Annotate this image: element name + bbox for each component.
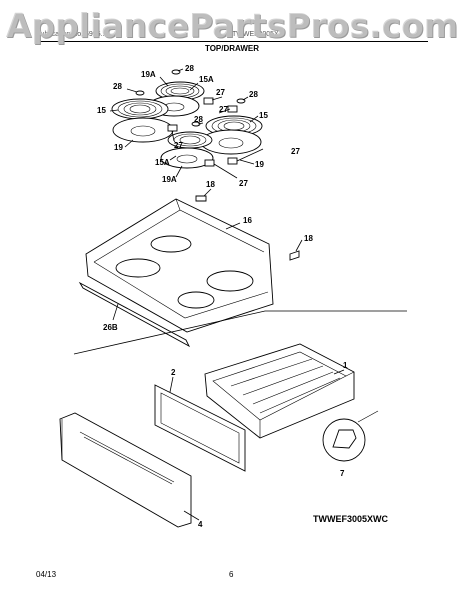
callout-16: 16	[243, 216, 252, 225]
bracket-right	[289, 250, 300, 261]
callout-26b: 26B	[103, 323, 118, 332]
callout-15: 15	[97, 106, 106, 115]
burner-element-left	[111, 98, 169, 120]
callout-2: 2	[171, 368, 176, 377]
callout-27: 27	[239, 179, 248, 188]
header-model: TWWEF3005X...	[232, 31, 285, 38]
callout-28: 28	[113, 82, 122, 91]
drawer-frame	[154, 384, 246, 472]
leader-lines	[109, 68, 345, 521]
trim-strip	[78, 281, 191, 348]
callout-19a: 19A	[162, 175, 177, 184]
glide-detail	[322, 410, 379, 462]
drawer-front	[59, 412, 192, 528]
callout-15: 15	[259, 111, 268, 120]
model-number: TWWEF3005XWC	[313, 514, 389, 524]
callout-labels: 28 19A 15A 27 28 28 15 27 28 15 19 27 27…	[97, 64, 348, 529]
callout-28: 28	[249, 90, 258, 99]
callout-1: 1	[343, 361, 348, 370]
callout-19a: 19A	[141, 70, 156, 79]
section-divider	[73, 310, 407, 355]
callout-19: 19	[255, 160, 264, 169]
callout-27: 27	[291, 147, 300, 156]
bracket-left	[195, 195, 207, 202]
drip-bowl-left	[112, 117, 174, 143]
callout-27: 27	[174, 141, 183, 150]
watermark: AppliancePartsPros.com	[5, 6, 459, 45]
callout-28: 28	[185, 64, 194, 73]
spacer-rings	[135, 69, 246, 127]
footer-date: 04/13	[36, 570, 57, 579]
callout-18: 18	[304, 234, 313, 243]
callout-27: 27	[216, 88, 225, 97]
header-rule	[36, 41, 428, 42]
receptacle-blocks	[167, 97, 238, 167]
callout-18: 18	[206, 180, 215, 189]
drawer-body	[204, 343, 355, 439]
callout-27: 27	[219, 105, 228, 114]
callout-28: 28	[194, 115, 203, 124]
callout-15a: 15A	[155, 158, 170, 167]
drip-bowl-bottom-center	[160, 147, 214, 169]
header-publication: Publication No. 5995...	[36, 31, 107, 38]
callout-19: 19	[114, 143, 123, 152]
page-number: 6	[229, 570, 234, 579]
page-title: TOP/DRAWER	[204, 44, 260, 53]
callout-15a: 15A	[199, 75, 214, 84]
callout-7: 7	[340, 469, 345, 478]
callout-4: 4	[198, 520, 203, 529]
maintop	[85, 198, 274, 333]
